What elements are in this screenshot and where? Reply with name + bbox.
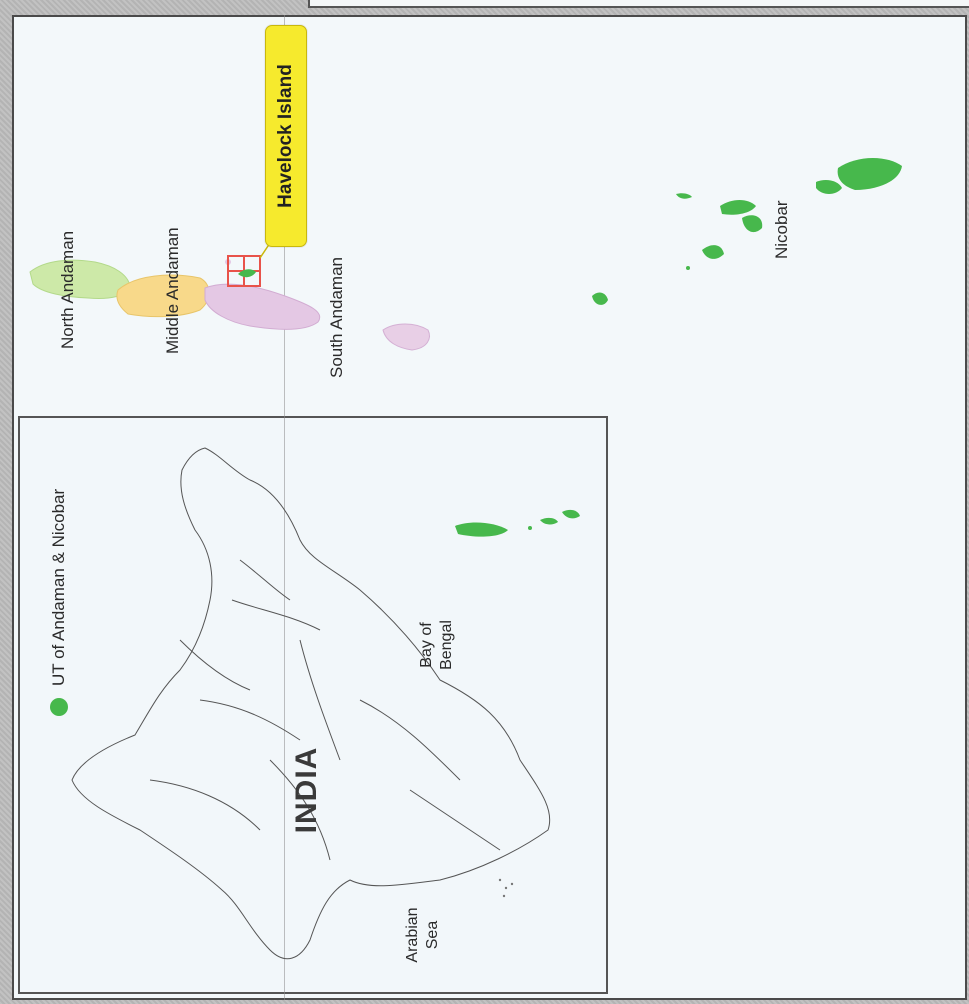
middle-andaman-label: Middle Andaman	[163, 227, 182, 354]
havelock-island-label: Havelock Island	[275, 64, 296, 208]
havelock-island-callout: Havelock Island	[265, 25, 307, 247]
car-nicobar-island	[702, 245, 724, 259]
havelock-island	[238, 269, 256, 278]
chowra-island	[676, 193, 692, 199]
nancowry-island	[720, 200, 756, 215]
bay-of-bengal-label: Bay of Bengal	[418, 620, 455, 670]
guide-line	[284, 15, 285, 1000]
legend-marker	[50, 698, 68, 716]
legend-label: UT of Andaman & Nicobar	[49, 488, 68, 686]
inset-andaman-nicobar	[455, 509, 580, 537]
arabian-sea-label: Arabian Sea	[404, 907, 441, 963]
north-andaman-island	[29, 259, 131, 299]
great-nicobar-island	[837, 157, 902, 190]
india-inset-map	[18, 416, 608, 994]
south-andaman-island	[204, 283, 321, 330]
middle-andaman-island	[116, 274, 210, 318]
south-andaman-islet	[382, 323, 430, 351]
katchal-island	[742, 215, 763, 233]
south-andaman-label: South Andaman	[327, 257, 346, 378]
little-nicobar-island	[816, 180, 842, 194]
nicobar-label: Nicobar	[772, 200, 791, 259]
lakshadweep-dots	[498, 878, 514, 898]
nicobar-islands	[592, 157, 902, 305]
batti-malv-island	[592, 292, 608, 305]
india-label: INDIA	[290, 746, 323, 834]
upper-panel-edge	[308, 0, 969, 8]
north-andaman-label: North Andaman	[58, 230, 77, 349]
india-outline	[71, 447, 551, 960]
small-nicobar-islet	[686, 266, 690, 270]
